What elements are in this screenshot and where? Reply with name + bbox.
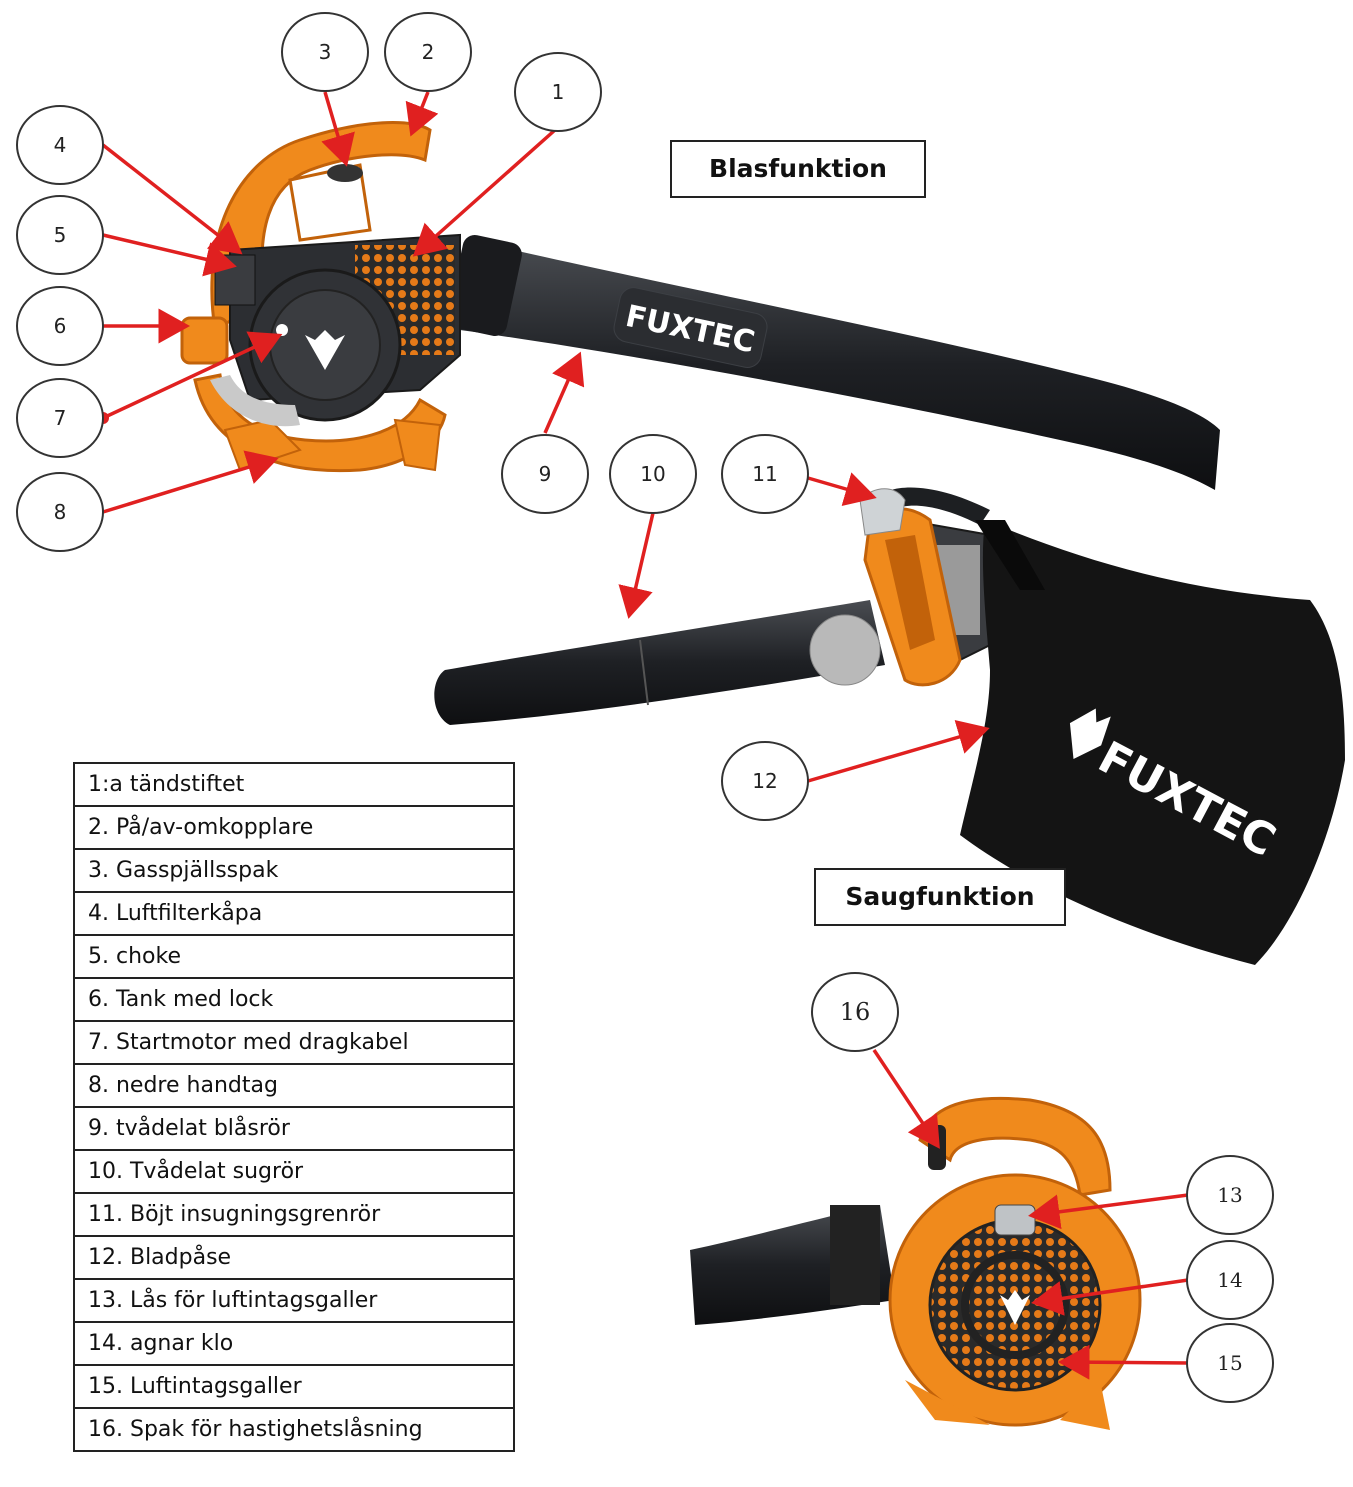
table-row: 14. agnar klo	[73, 1321, 515, 1366]
callout-15-label: 15	[1217, 1351, 1242, 1375]
legend-item-10: 10. Tvådelat sugrör	[73, 1149, 515, 1194]
callout-9-label: 9	[539, 462, 552, 486]
callout-5-label: 5	[54, 223, 67, 247]
legend-item-14: 14. agnar klo	[73, 1321, 515, 1366]
callout-13-circle	[1186, 1155, 1274, 1235]
callout-5-circle	[16, 195, 104, 275]
callout-4-circle	[16, 105, 104, 185]
table-row: 13. Lås för luftintagsgaller	[73, 1278, 515, 1323]
legend-item-5: 5. choke	[73, 934, 515, 979]
table-row: 9. tvådelat blåsrör	[73, 1106, 515, 1151]
callout-6-circle	[16, 286, 104, 366]
vacuum-illustration: FUXTEC	[434, 487, 1345, 965]
callout-6-label: 6	[54, 314, 67, 338]
table-row: 11. Böjt insugningsgrenrör	[73, 1192, 515, 1237]
callout-10-circle	[609, 434, 697, 514]
legend-item-1: 1:a tändstiftet	[73, 762, 515, 807]
table-row: 1:a tändstiftet	[73, 762, 515, 807]
parts-legend-table: 1:a tändstiftet 2. På/av-omkopplare 3. G…	[73, 762, 515, 1452]
table-row: 6. Tank med lock	[73, 977, 515, 1022]
callout-4-label: 4	[54, 133, 67, 157]
callout-15-circle	[1186, 1323, 1274, 1403]
callout-8-circle	[16, 472, 104, 552]
callout-8-label: 8	[54, 500, 67, 524]
callout-12-circle	[721, 741, 809, 821]
table-row: 5. choke	[73, 934, 515, 979]
suction-tube	[434, 600, 885, 725]
legend-item-12: 12. Bladpåse	[73, 1235, 515, 1280]
callout-11-label: 11	[752, 462, 777, 486]
callout-14-label: 14	[1217, 1268, 1242, 1292]
legend-item-15: 15. Luftintagsgaller	[73, 1364, 515, 1409]
table-row: 16. Spak för hastighetslåsning	[73, 1407, 515, 1452]
legend-item-8: 8. nedre handtag	[73, 1063, 515, 1108]
rear-view-illustration	[690, 1096, 1142, 1430]
blow-function-title: Blasfunktion	[670, 140, 926, 198]
callout-7-circle	[16, 378, 104, 458]
suction-function-title: Saugfunktion	[814, 868, 1066, 926]
callout-13-label: 13	[1217, 1183, 1242, 1207]
table-row: 2. På/av-omkopplare	[73, 805, 515, 850]
legend-item-3: 3. Gasspjällsspak	[73, 848, 515, 893]
table-row: 10. Tvådelat sugrör	[73, 1149, 515, 1194]
legend-item-16: 16. Spak för hastighetslåsning	[73, 1407, 515, 1452]
table-row: 12. Bladpåse	[73, 1235, 515, 1280]
legend-item-11: 11. Böjt insugningsgrenrör	[73, 1192, 515, 1237]
callout-10-label: 10	[640, 462, 665, 486]
callout-14-circle	[1186, 1240, 1274, 1320]
callout-1-label: 1	[552, 80, 565, 104]
callout-12-label: 12	[752, 769, 777, 793]
table-row: 4. Luftfilterkåpa	[73, 891, 515, 936]
legend-item-9: 9. tvådelat blåsrör	[73, 1106, 515, 1151]
callout-2-label: 2	[422, 40, 435, 64]
callout-3-circle	[281, 12, 369, 92]
legend-item-7: 7. Startmotor med dragkabel	[73, 1020, 515, 1065]
callout-arrows	[101, 91, 1189, 1380]
table-row: 7. Startmotor med dragkabel	[73, 1020, 515, 1065]
table-row: 3. Gasspjällsspak	[73, 848, 515, 893]
legend-item-13: 13. Lås för luftintagsgaller	[73, 1278, 515, 1323]
callout-16-label: 16	[840, 998, 871, 1026]
callout-2-circle	[384, 12, 472, 92]
callout-3-label: 3	[319, 40, 332, 64]
table-row: 15. Luftintagsgaller	[73, 1364, 515, 1409]
legend-item-4: 4. Luftfilterkåpa	[73, 891, 515, 936]
callout-circles	[16, 12, 1274, 1403]
callout-numbers: 1 2 3 4 5 6 7 8 9 10 11 12 13 14 15 16	[54, 40, 1243, 1375]
callout-11-circle	[721, 434, 809, 514]
leaf-bag	[960, 520, 1345, 965]
legend-item-6: 6. Tank med lock	[73, 977, 515, 1022]
callout-16-circle	[811, 972, 899, 1052]
callout-1-circle	[514, 52, 602, 132]
table-row: 8. nedre handtag	[73, 1063, 515, 1108]
legend-item-2: 2. På/av-omkopplare	[73, 805, 515, 850]
callout-7-label: 7	[54, 406, 67, 430]
callout-9-circle	[501, 434, 589, 514]
